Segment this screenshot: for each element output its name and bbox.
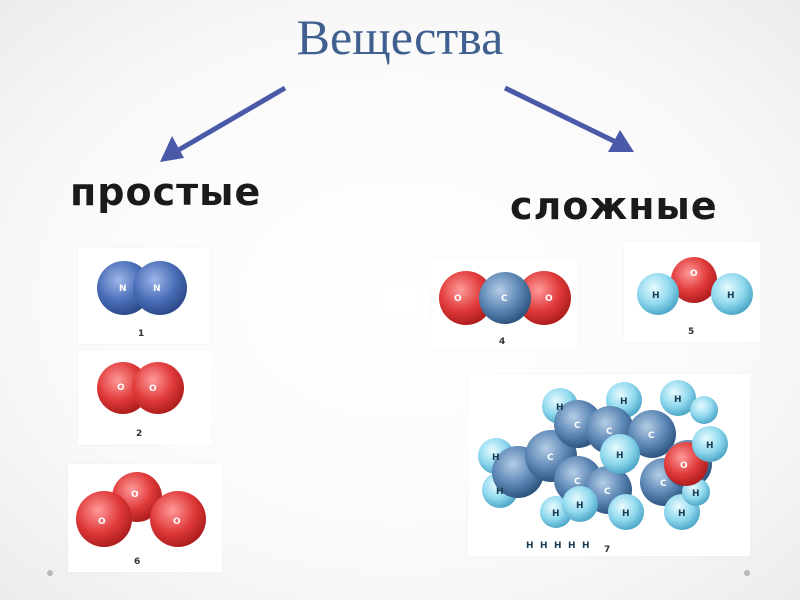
oxygen-atom: [150, 491, 206, 547]
atom-label: O: [680, 461, 688, 471]
page-title: Вещества: [296, 9, 504, 65]
atom-label: H: [552, 509, 560, 519]
oxygen-atom: [671, 257, 717, 303]
molecule-6-card: O O O 6: [68, 464, 222, 572]
molecule-7-card: H H H C C C H H H H C C H H H O H H H H …: [468, 374, 750, 556]
atom-label: H: [556, 403, 564, 413]
molecule-number: 1: [138, 329, 144, 339]
molecule-number: 4: [499, 337, 505, 347]
molecule-number: 2: [136, 429, 142, 439]
atom-label: H: [692, 489, 700, 499]
simple-substances-label: простые: [70, 170, 262, 214]
atom-label: H: [652, 291, 660, 301]
carbon-atom: [479, 272, 531, 324]
atom-label: N: [153, 284, 161, 294]
atom-label: H: [554, 541, 562, 551]
molecule-1-card: N N 1: [78, 248, 210, 344]
atom-label: C: [501, 294, 508, 304]
hydrogen-atom: [690, 396, 718, 424]
hydrogen-atom: [562, 486, 598, 522]
atom-label: H: [540, 541, 548, 551]
hydrogen-atom: [692, 426, 728, 462]
atom-label: O: [173, 517, 181, 527]
atom-label: H: [678, 509, 686, 519]
atom-label: C: [606, 427, 613, 437]
atom-label: C: [604, 487, 611, 497]
nitrogen-atom: [133, 261, 187, 315]
atom-label: H: [706, 441, 714, 451]
slide-dot-left: [47, 570, 53, 576]
atom-label: O: [117, 383, 125, 393]
atom-label: O: [454, 294, 462, 304]
atom-label: O: [545, 294, 553, 304]
atom-label: H: [674, 395, 682, 405]
hydrogen-atom: [600, 434, 640, 474]
atom-label: O: [98, 517, 106, 527]
atom-label: O: [149, 384, 157, 394]
atom-label: H: [492, 453, 500, 463]
atom-label: N: [119, 284, 127, 294]
atom-label: H: [568, 541, 576, 551]
atom-label: O: [131, 490, 139, 500]
molecule-number: 5: [688, 327, 694, 337]
atom-label: H: [727, 291, 735, 301]
atom-label: C: [574, 421, 581, 431]
oxygen-atom: [439, 271, 493, 325]
atom-label: C: [574, 477, 581, 487]
atom-label: H: [582, 541, 590, 551]
atom-label: H: [622, 509, 630, 519]
molecule-number: 7: [604, 545, 610, 555]
oxygen-atom: [517, 271, 571, 325]
molecule-2-card: O O 2: [78, 350, 212, 445]
hydrogen-atom: [660, 380, 696, 416]
complex-substances-label: сложные: [510, 184, 718, 228]
arrow-to-complex-head: [608, 130, 634, 152]
atom-label: C: [660, 479, 667, 489]
molecule-4-card: O C O 4: [432, 258, 578, 350]
slide-dot-right: [744, 570, 750, 576]
oxygen-atom: [132, 362, 184, 414]
arrow-to-simple-head: [160, 136, 184, 162]
atom-label: H: [616, 451, 624, 461]
hydrogen-atom: [637, 273, 679, 315]
hydrogen-atom: [711, 273, 753, 315]
carbon-atom: [628, 410, 676, 458]
atom-label: O: [690, 269, 698, 279]
molecule-5-card: O H H 5: [624, 242, 760, 342]
atom-label: H: [620, 397, 628, 407]
oxygen-atom: [76, 491, 132, 547]
atom-label: H: [496, 487, 504, 497]
molecule-number: 6: [134, 557, 140, 567]
atom-label: H: [576, 501, 584, 511]
arrow-to-complex: [503, 85, 624, 148]
arrow-to-simple: [166, 85, 287, 158]
atom-label: C: [648, 431, 655, 441]
atom-label: C: [547, 453, 554, 463]
hydrogen-atom: [608, 494, 644, 530]
atom-label: H: [526, 541, 534, 551]
